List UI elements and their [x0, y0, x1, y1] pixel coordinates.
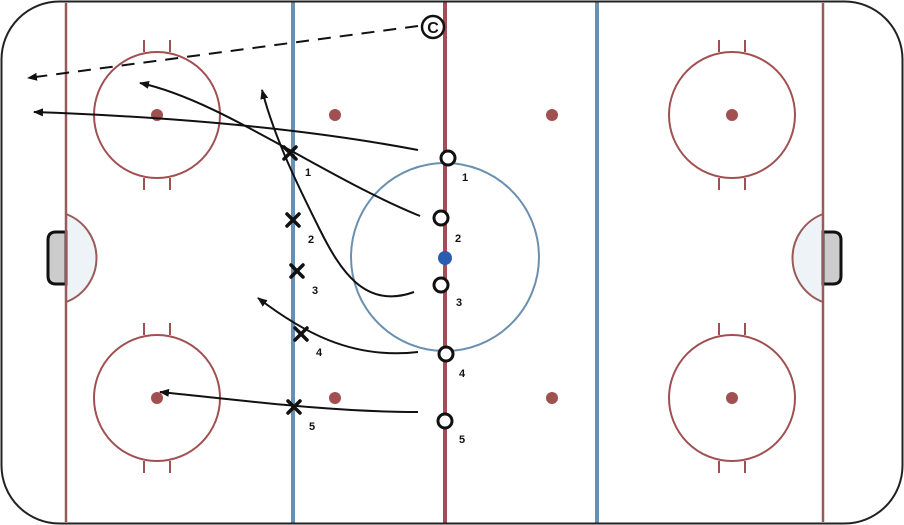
- skater-path-3: [260, 89, 415, 298]
- faceoff-dot-right-bottom: [726, 392, 738, 404]
- offense-player-1: 1: [439, 149, 468, 184]
- coach-marker: C: [420, 14, 446, 40]
- defense-player-5: [286, 399, 302, 415]
- defense-player-3: [289, 263, 305, 279]
- offense-number-2: 2: [455, 233, 461, 245]
- defense-player-4: [293, 326, 309, 342]
- defense-number-3: 3: [312, 285, 318, 297]
- offense-player-5: 5: [436, 412, 465, 446]
- offense-number-5: 5: [459, 434, 465, 446]
- neutral-dot-right-bottom: [546, 392, 558, 404]
- defense-player-1: [282, 145, 298, 161]
- left-goal-crease: [65, 212, 98, 304]
- skater-path-5: [159, 388, 419, 413]
- offense-number-4: 4: [459, 368, 466, 380]
- faceoff-dot-left-bottom: [151, 392, 163, 404]
- offense-player-2: 2: [432, 209, 461, 245]
- offense-player-4: 4: [437, 345, 466, 380]
- skater-path-1: [33, 108, 419, 151]
- right-net: [821, 230, 843, 286]
- center-faceoff-dot: [438, 251, 452, 265]
- neutral-dot-left-top: [329, 109, 341, 121]
- neutral-dot-left-bottom: [329, 392, 341, 404]
- faceoff-circle-right-top: [668, 40, 796, 190]
- skater-path-2: [139, 80, 421, 217]
- defense-number-1: 1: [305, 167, 311, 179]
- defense-player-2: [285, 212, 301, 228]
- faceoff-dot-right-top: [726, 109, 738, 121]
- offense-number-3: 3: [456, 297, 462, 309]
- skater-path-4: [257, 297, 419, 355]
- neutral-dot-right-top: [546, 109, 558, 121]
- left-net: [46, 230, 68, 286]
- defense-number-5: 5: [309, 421, 315, 433]
- right-goal-crease: [791, 212, 824, 304]
- faceoff-circle-right-bottom: [668, 323, 796, 473]
- coach-label: C: [427, 20, 439, 37]
- defense-number-2: 2: [308, 234, 314, 246]
- coach-pass-path: [27, 25, 419, 81]
- defense-number-4: 4: [316, 347, 323, 359]
- offense-number-1: 1: [462, 172, 468, 184]
- offense-player-3: 3: [432, 276, 462, 309]
